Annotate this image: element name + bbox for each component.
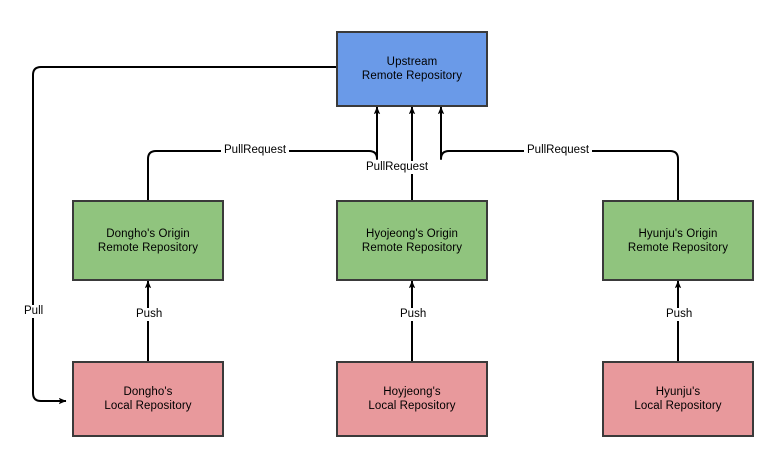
node-hoyjeong-local-line1: Hoyjeong's [383, 386, 441, 398]
edge-label-push-right: Push [663, 308, 696, 321]
node-hyunju-local-repository[interactable]: Hyunju's Local Repository [602, 361, 754, 437]
edge-label-pull: Pull [21, 305, 47, 318]
node-dongho-origin-remote-repository[interactable]: Dongho's Origin Remote Repository [72, 200, 224, 281]
edge-label-pullrequest-right: PullRequest [524, 144, 593, 157]
node-dongho-local-repository[interactable]: Dongho's Local Repository [72, 361, 224, 437]
node-upstream-remote-repository[interactable]: Upstream Remote Repository [336, 31, 488, 107]
node-hyunju-local-line2: Local Repository [634, 400, 722, 412]
node-upstream-line2: Remote Repository [361, 70, 463, 82]
node-hyunju-local-line1: Hyunju's [655, 386, 701, 398]
node-hyunju-origin-line1: Hyunju's Origin [638, 227, 718, 240]
edge-pull [32, 66, 336, 405]
node-dongho-origin-line2: Remote Repository [97, 241, 199, 254]
edge-label-push-center: Push [397, 308, 430, 321]
node-hyunju-origin-remote-repository[interactable]: Hyunju's Origin Remote Repository [602, 200, 754, 281]
edge-label-push-left: Push [133, 308, 166, 321]
node-dongho-local-line1: Dongho's [123, 386, 173, 398]
node-hyojeong-origin-line2: Remote Repository [361, 241, 463, 254]
edge-label-pullrequest-center: PullRequest [363, 161, 432, 174]
edge-label-pullrequest-left: PullRequest [221, 144, 290, 157]
node-hyunju-origin-line2: Remote Repository [627, 241, 729, 254]
node-hyojeong-origin-line1: Hyojeong's Origin [365, 227, 459, 240]
node-dongho-origin-line1: Dongho's Origin [106, 227, 190, 240]
node-dongho-local-line2: Local Repository [104, 400, 192, 412]
node-hoyjeong-local-repository[interactable]: Hoyjeong's Local Repository [336, 361, 488, 437]
node-hoyjeong-local-line2: Local Repository [368, 400, 456, 412]
node-hyojeong-origin-remote-repository[interactable]: Hyojeong's Origin Remote Repository [336, 200, 488, 281]
node-upstream-line1: Upstream [386, 56, 438, 68]
